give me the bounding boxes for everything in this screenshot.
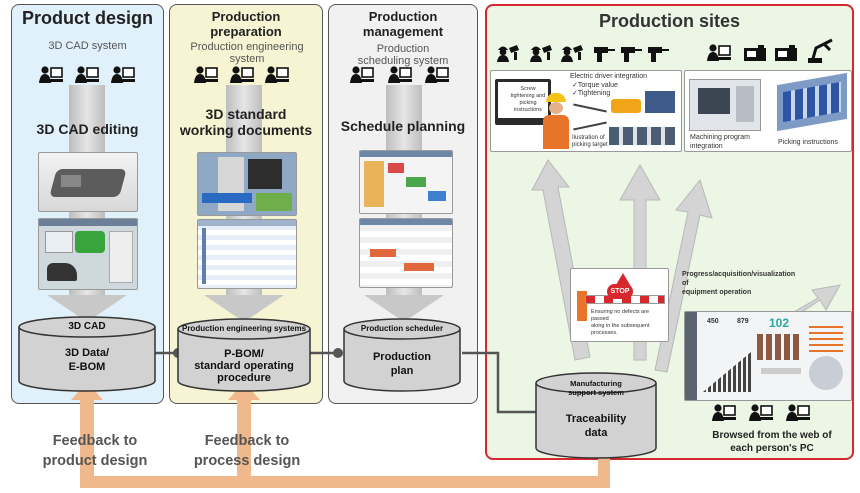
driver-integration-note: Electric driver integration: [570, 73, 648, 80]
machining-picture: [684, 70, 852, 152]
standard-documents-line1: 3D standard: [205, 106, 287, 122]
standard-documents-label: 3D standard working documents: [169, 106, 323, 138]
stop-sign: STOP: [607, 284, 633, 299]
stop-panel: STOP Ensuring no defects are passed alon…: [570, 268, 669, 342]
support-db-label: Manufacturing support system: [568, 379, 624, 397]
electric-driver-image: [611, 99, 641, 113]
cad-editing-label: 3D CAD editing: [36, 121, 139, 137]
screw-instructions-note: Screw tightening and picking instruction…: [510, 86, 546, 113]
browsed-note: Browsed from the web of each person's PC: [712, 430, 832, 454]
cad-editor-screenshot: [38, 218, 138, 290]
cylinder-engineering: [177, 318, 311, 392]
schedule-screenshot-1: [359, 150, 453, 214]
flow-arrow-cad: [47, 295, 127, 322]
machining-note: Machining program integration: [690, 134, 750, 150]
worker-icons: [497, 45, 583, 62]
cylinder-scheduler: [343, 318, 461, 392]
feedback-process-design: Feedback to process design: [193, 433, 301, 469]
drill-icons: [594, 47, 669, 62]
production-preparation-subtitle: Production engineering system: [190, 41, 304, 65]
production-management-subtitle: Production scheduling system: [357, 43, 449, 67]
pbom-table-screenshot: [197, 219, 297, 289]
support-db-content: Traceability data: [565, 413, 627, 439]
production-management-title-line2: management: [362, 24, 444, 39]
progress-visualization-note: Progress/acquisition/visualization of eq…: [682, 271, 796, 296]
production-management-title: Production management: [328, 9, 478, 39]
cad-model-image: [38, 152, 138, 212]
production-preparation-title-line2: preparation: [210, 24, 282, 39]
parts-image: [609, 127, 675, 145]
production-sites-title: Production sites: [598, 11, 741, 31]
schedule-screenshot-2: [359, 218, 453, 288]
assembly-instruction-picture: [490, 70, 682, 152]
controller-image: [645, 91, 675, 113]
monitor-image: [495, 79, 551, 125]
working-document-screenshot: [197, 152, 297, 216]
schedule-planning-label: Schedule planning: [340, 118, 466, 134]
production-preparation-title: Production preparation: [169, 9, 323, 39]
engineering-db-label: Production engineering systems: [181, 324, 307, 333]
feedback-arrows: [71, 382, 610, 488]
worker-image: [541, 93, 571, 149]
machine-tool-image: [689, 79, 761, 131]
machine-icons: [744, 38, 833, 63]
tightening-note: ✓Tightening: [572, 90, 611, 97]
product-design-subtitle: 3D CAD system: [48, 40, 127, 52]
standard-documents-line2: working documents: [179, 122, 313, 138]
picking-shelf-image: [777, 72, 847, 132]
dashboard-screenshot: 450 879 102: [684, 311, 852, 401]
flow-arrow-prep: [204, 295, 284, 322]
dashboard-big-number: 102: [769, 316, 790, 330]
engineering-db-content: P-BOM/ standard operating procedure: [194, 348, 294, 384]
production-management-title-line1: Production: [368, 9, 438, 24]
dashboard-num2: 879: [737, 318, 749, 325]
flow-arrow-mgmt: [364, 295, 444, 322]
cad-db-label: 3D CAD: [68, 321, 106, 332]
scheduler-db-label: Production scheduler: [360, 324, 444, 333]
cad-db-content: 3D Data/ E-BOM: [64, 347, 110, 373]
product-design-title: Product design: [21, 8, 153, 28]
production-preparation-title-line1: Production: [211, 9, 281, 24]
stop-caption: Ensuring no defects are passed along in …: [591, 309, 650, 336]
torque-note: ✓Torque value: [572, 82, 618, 89]
dashboard-num1: 450: [707, 318, 719, 325]
cylinder-cad: [18, 316, 156, 392]
scheduler-db-content: Production plan: [372, 351, 432, 377]
illustration-note: Ilustration of picking target: [572, 135, 608, 148]
cylinder-support: [535, 372, 657, 459]
picking-note: Picking instructions: [778, 139, 838, 146]
feedback-product-design: Feedback to product design: [42, 433, 148, 469]
